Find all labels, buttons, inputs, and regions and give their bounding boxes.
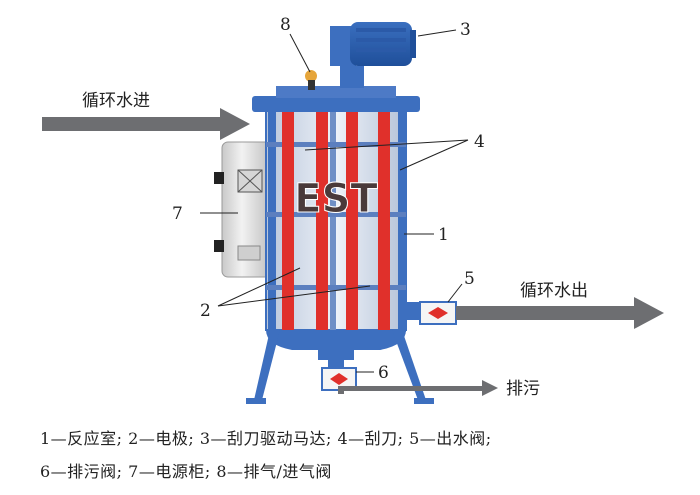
reaction-chamber <box>252 86 420 360</box>
callout-2: 2 <box>200 301 211 321</box>
outlet-arrow <box>456 297 664 329</box>
support-legs <box>246 330 434 404</box>
callout-3: 3 <box>460 20 471 40</box>
outlet-valve <box>404 301 457 325</box>
callout-1: 1 <box>438 225 449 245</box>
drain-arrow <box>338 380 498 396</box>
drain-label: 排污 <box>506 379 540 399</box>
brand-text: EST <box>294 176 378 222</box>
callout-4: 4 <box>474 132 485 152</box>
callout-7: 7 <box>172 204 183 224</box>
flow-in-label: 循环水进 <box>82 91 150 111</box>
callout-8: 8 <box>280 15 291 35</box>
legend-line-1: 1—反应室; 2—电极; 3—刮刀驱动马达; 4—刮刀; 5—出水阀; <box>40 429 492 448</box>
callout-6: 6 <box>378 363 389 383</box>
inlet-arrow <box>42 108 250 140</box>
legend-line-2: 6—排污阀; 7—电源柜; 8—排气/进气阀 <box>40 462 332 481</box>
scraper-drive-motor <box>330 22 416 88</box>
flow-out-label: 循环水出 <box>520 281 588 301</box>
callout-5: 5 <box>464 269 475 289</box>
vent-intake-valve <box>305 70 317 90</box>
power-cabinet <box>214 141 273 278</box>
drain-valve <box>321 360 357 391</box>
